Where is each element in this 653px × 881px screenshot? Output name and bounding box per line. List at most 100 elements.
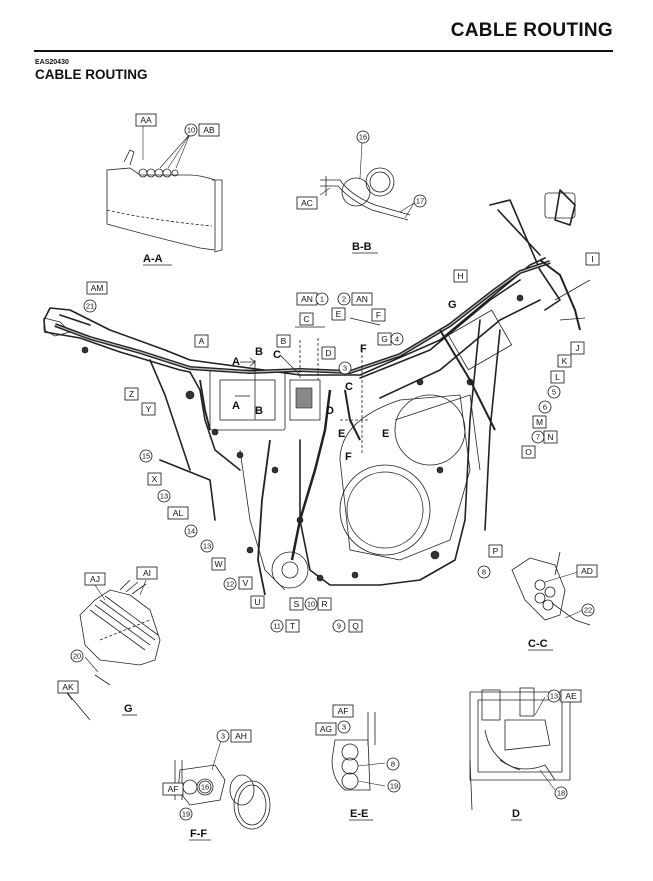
- label-af: AF: [162, 782, 184, 796]
- callout-4: 4: [390, 332, 404, 346]
- svg-text:13: 13: [550, 692, 558, 701]
- svg-text:AK: AK: [62, 682, 74, 692]
- svg-text:AA: AA: [140, 115, 152, 125]
- svg-text:N: N: [547, 432, 553, 442]
- caption-e-e: E-E: [350, 808, 368, 820]
- label-ak: AK: [57, 680, 79, 694]
- svg-text:6: 6: [543, 403, 547, 412]
- label-c: C: [299, 312, 314, 326]
- label-q: Q: [348, 619, 363, 633]
- callout-19: 19: [179, 807, 193, 821]
- svg-text:AJ: AJ: [90, 574, 100, 584]
- svg-text:3: 3: [342, 723, 346, 732]
- label-ae: AE: [560, 689, 582, 703]
- detail-e-e: [331, 712, 386, 791]
- svg-text:M: M: [536, 417, 543, 427]
- label-a: A: [194, 334, 209, 348]
- svg-text:Y: Y: [146, 404, 152, 414]
- section-mark-a-bottom: A: [232, 400, 240, 412]
- section-mark-e-left: E: [338, 428, 345, 440]
- svg-text:J: J: [575, 343, 579, 353]
- svg-text:AC: AC: [301, 198, 313, 208]
- label-d: D: [321, 346, 336, 360]
- section-mark-g: G: [448, 299, 457, 311]
- label-af: AF: [332, 704, 354, 718]
- label-ab: AB: [198, 123, 220, 137]
- svg-text:17: 17: [416, 197, 424, 206]
- label-an: AN: [296, 292, 318, 306]
- label-r: R: [317, 597, 332, 611]
- svg-text:A: A: [199, 336, 205, 346]
- callout-1: 1: [315, 292, 329, 306]
- svg-text:19: 19: [390, 782, 398, 791]
- section-mark-b-bottom: B: [255, 405, 263, 417]
- caption-b-b: B-B: [352, 241, 372, 253]
- svg-text:W: W: [214, 559, 222, 569]
- label-z: Z: [124, 387, 139, 401]
- caption-d: D: [512, 808, 520, 820]
- main-frame: [43, 189, 576, 591]
- svg-text:S: S: [294, 599, 300, 609]
- detail-b-b: [319, 142, 415, 221]
- svg-text:R: R: [321, 599, 327, 609]
- svg-text:AM: AM: [91, 283, 104, 293]
- svg-text:10: 10: [307, 600, 315, 609]
- svg-text:K: K: [562, 356, 568, 366]
- section-mark-f-top: F: [360, 343, 367, 355]
- callout-8: 8: [386, 757, 400, 771]
- svg-text:3: 3: [221, 732, 225, 741]
- section-mark-d: D: [326, 405, 334, 417]
- callout-21: 21: [83, 299, 97, 313]
- caption-c-c: C-C: [528, 638, 548, 650]
- label-ah: AH: [230, 729, 252, 743]
- section-mark-f-bottom: F: [345, 451, 352, 463]
- svg-text:AI: AI: [143, 568, 151, 578]
- header-rule: [34, 50, 613, 52]
- label-al: AL: [167, 506, 189, 520]
- svg-text:16: 16: [201, 783, 209, 792]
- label-p: P: [488, 544, 503, 558]
- svg-text:P: P: [493, 546, 499, 556]
- header-title: CABLE ROUTING: [450, 20, 613, 41]
- label-h: H: [453, 269, 468, 283]
- svg-text:F: F: [376, 310, 381, 320]
- callout-11: 11: [270, 619, 284, 633]
- callout-18: 18: [554, 786, 568, 800]
- callout-7: 7: [531, 430, 545, 444]
- label-k: K: [557, 354, 572, 368]
- svg-text:AG: AG: [320, 724, 332, 734]
- label-x: X: [147, 472, 162, 486]
- label-i: I: [585, 252, 600, 266]
- svg-text:13: 13: [160, 492, 168, 501]
- svg-text:G: G: [381, 334, 388, 344]
- svg-text:AE: AE: [565, 691, 577, 701]
- label-g: G: [377, 332, 392, 346]
- label-s: S: [289, 597, 304, 611]
- label-t: T: [285, 619, 300, 633]
- svg-text:Q: Q: [352, 621, 359, 631]
- callout-13: 13: [157, 489, 171, 503]
- svg-text:AF: AF: [338, 706, 349, 716]
- svg-text:12: 12: [226, 580, 234, 589]
- callout-19: 19: [387, 779, 401, 793]
- svg-text:3: 3: [343, 364, 347, 373]
- label-e: E: [331, 307, 346, 321]
- section-mark-e-right: E: [382, 428, 389, 440]
- label-aa: AA: [135, 113, 157, 127]
- label-u: U: [250, 595, 265, 609]
- detail-d: [469, 687, 571, 811]
- callout-13: 13: [200, 539, 214, 553]
- svg-text:14: 14: [187, 527, 195, 536]
- label-f: F: [371, 308, 386, 322]
- svg-text:AF: AF: [168, 784, 179, 794]
- detail-g: [64, 579, 161, 721]
- svg-text:V: V: [243, 578, 249, 588]
- svg-text:E: E: [336, 309, 342, 319]
- caption-f-f: F-F: [190, 828, 207, 840]
- svg-text:9: 9: [337, 622, 341, 631]
- label-o: O: [521, 445, 536, 459]
- section-mark-c-right: C: [345, 381, 353, 393]
- svg-text:B: B: [281, 336, 287, 346]
- detail-c-c: [511, 551, 591, 626]
